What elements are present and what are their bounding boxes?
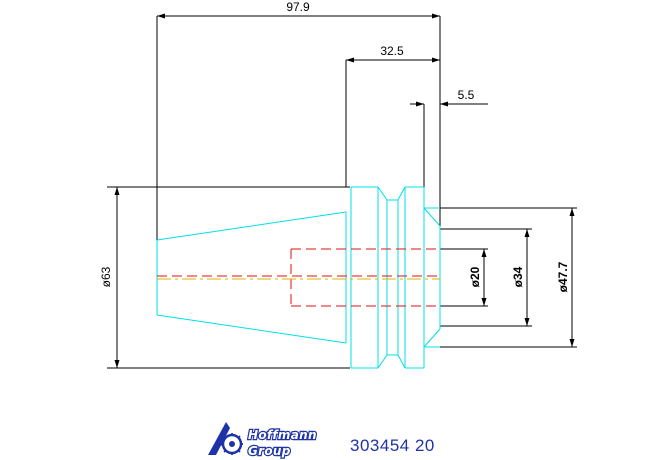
dimension-arrows — [114, 13, 575, 368]
logo-text-line1: Hoffmann — [248, 428, 317, 442]
dim-taper-length: 32.5 — [380, 44, 404, 58]
dimension-lines — [107, 15, 577, 369]
dim-diameter-mid: ø34 — [511, 266, 525, 287]
part-outline — [156, 186, 441, 369]
logo-mark-icon — [208, 422, 243, 455]
logo-text-line2: Group — [248, 444, 291, 458]
dim-diameter-bore: ø20 — [468, 266, 482, 287]
dim-diameter-flange: ø63 — [99, 266, 113, 287]
dim-diameter-outer: ø47.7 — [556, 261, 570, 292]
dim-overall-length: 97.9 — [286, 0, 310, 14]
dim-shoulder-length: 5.5 — [458, 88, 475, 102]
part-number: 303454 20 — [350, 436, 435, 455]
hidden-bore — [157, 248, 440, 307]
hoffmann-logo: Hoffmann Group — [208, 422, 318, 459]
